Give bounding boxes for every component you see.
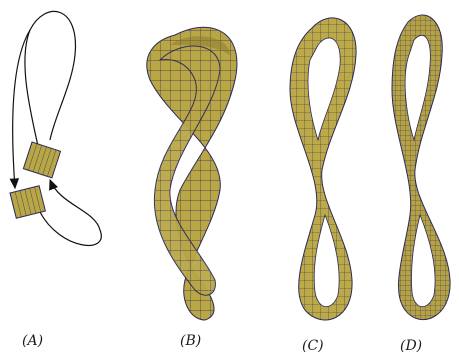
loop-curve-lower-arrow <box>40 180 101 245</box>
panel-label-c: (C) <box>302 338 324 354</box>
square-piece-upper <box>23 142 60 178</box>
panel-label-d: (D) <box>400 338 422 354</box>
panel-label-a: (A) <box>22 333 43 349</box>
loop-curve-upper <box>25 11 76 146</box>
panel-d: (D) <box>392 15 450 354</box>
panel-label-b: (B) <box>180 333 201 349</box>
panel-c: (C) <box>290 18 356 354</box>
panel-a: (A) <box>10 11 101 349</box>
panel-b: (B) <box>147 27 237 349</box>
